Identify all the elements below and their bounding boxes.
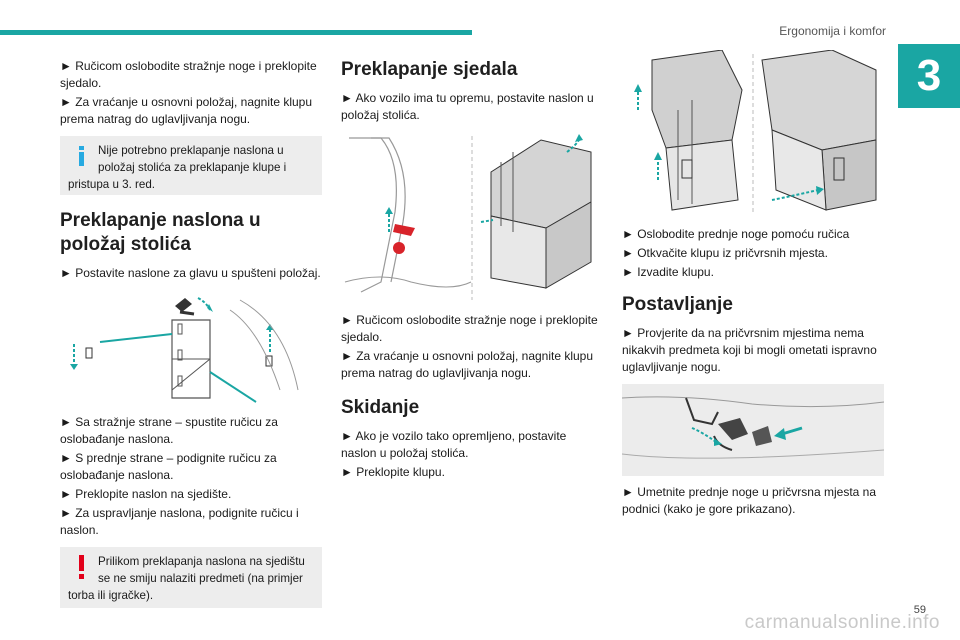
seat-removal-illustration (622, 50, 884, 218)
step-text: ► Za vraćanje u osnovni položaj, nagnite… (341, 349, 594, 380)
info-note-text: Nije potrebno preklapanje naslona u polo… (68, 144, 287, 191)
info-icon (68, 142, 94, 170)
step-text: ► Ručicom oslobodite stražnje noge i pre… (341, 313, 598, 344)
step-text: ► Umetnite prednje noge u pričvrsna mjes… (622, 485, 877, 516)
warning-note-text: Prilikom preklapanja naslona na sjedištu… (68, 555, 305, 602)
column-middle: Preklapanje sjedala ► Ako vozilo ima tu … (341, 58, 603, 483)
step-text: ► Za vraćanje u osnovni položaj, nagnite… (60, 95, 313, 126)
watermark: carmanualsonline.info (744, 612, 940, 633)
column-left: ► Ručicom oslobodite stražnje noge i pre… (60, 58, 322, 608)
backrest-table-illustration (60, 290, 322, 406)
chapter-number-tab: 3 (898, 44, 960, 108)
page-number: 59 (913, 604, 926, 616)
section-heading: Skidanje (341, 397, 420, 418)
step-text: ► Ako je vozilo tako opremljeno, postavi… (341, 429, 567, 460)
step-text: ► Ako vozilo ima tu opremu, postavite na… (341, 91, 594, 122)
warning-note: Prilikom preklapanja naslona na sjedištu… (60, 547, 322, 608)
step-text: ► Ručicom oslobodite stražnje noge i pre… (60, 59, 317, 90)
step-text: ► Sa stražnje strane – spustite ručicu z… (60, 415, 278, 446)
info-note: Nije potrebno preklapanje naslona u polo… (60, 136, 322, 195)
step-text: ► Za uspravljanje naslona, podignite ruč… (60, 506, 299, 537)
chapter-number: 3 (916, 51, 942, 100)
section-heading: Postavljanje (622, 294, 733, 315)
chapter-title: Ergonomija i komfor (779, 24, 886, 38)
step-text: ► Provjerite da na pričvrsnim mjestima n… (622, 326, 877, 374)
step-text: ► Postavite naslone za glavu u spušteni … (60, 266, 321, 280)
step-text: ► Oslobodite prednje noge pomoću ručica (622, 227, 850, 241)
step-text: ► Izvadite klupu. (622, 265, 714, 279)
section-heading: Preklapanje sjedala (341, 59, 518, 80)
header-accent-bar (0, 30, 472, 35)
warning-icon (68, 553, 94, 581)
section-heading: Preklapanje naslona u položaj stolića (60, 210, 261, 255)
step-text: ► S prednje strane – podignite ručicu za… (60, 451, 277, 482)
seat-folding-illustration (341, 132, 603, 304)
step-text: ► Preklopite klupu. (341, 465, 445, 479)
column-right: ► Oslobodite prednje noge pomoću ručica … (622, 50, 884, 520)
foot-anchor-illustration (622, 384, 884, 476)
step-text: ► Otkvačite klupu iz pričvrsnih mjesta. (622, 246, 828, 260)
step-text: ► Preklopite naslon na sjedište. (60, 487, 232, 501)
